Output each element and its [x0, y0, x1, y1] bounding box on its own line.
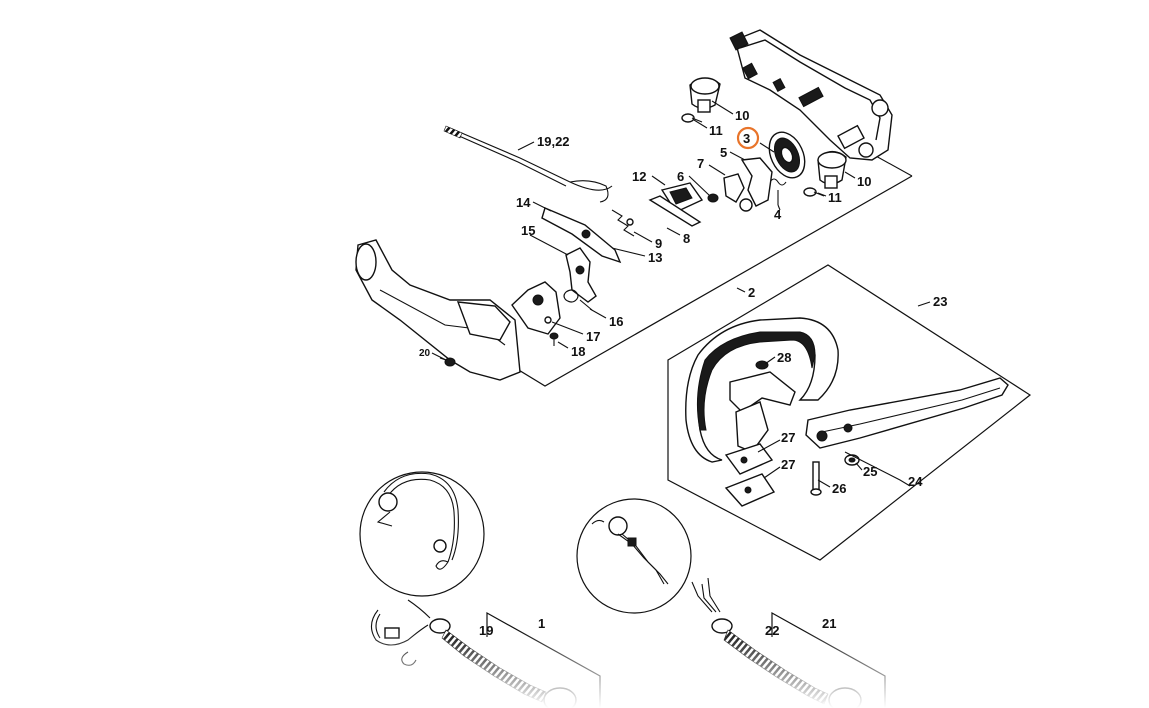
bolt-26: [810, 461, 822, 496]
highlight-marker-3[interactable]: [736, 126, 760, 150]
callout-25[interactable]: 25: [863, 464, 877, 479]
screw-20: [439, 357, 456, 367]
callout-labels: 3 10 11 10 11 5 7 6 12 4 8 9 13 19,22 14…: [419, 108, 947, 638]
callout-10-upper[interactable]: 10: [735, 108, 749, 123]
callout-28[interactable]: 28: [777, 350, 791, 365]
detail-circle-left: [359, 471, 485, 597]
callout-21[interactable]: 21: [822, 616, 836, 631]
bracket-27-upper: [724, 443, 774, 475]
nut-28: [755, 360, 769, 370]
switch-12: [648, 182, 704, 227]
spring-16: [563, 289, 593, 311]
callout-15[interactable]: 15: [521, 223, 535, 238]
lever-5: [739, 157, 773, 212]
screw-11-upper: [681, 113, 703, 123]
screw-18: [549, 332, 559, 346]
callout-27-lower[interactable]: 27: [781, 457, 795, 472]
callout-20[interactable]: 20: [419, 348, 431, 359]
callout-7[interactable]: 7: [697, 156, 704, 171]
cable-19-22: [443, 125, 613, 203]
callout-17[interactable]: 17: [586, 329, 600, 344]
callout-9[interactable]: 9: [655, 236, 662, 251]
cable-coil: [443, 125, 463, 139]
callout-19[interactable]: 19: [479, 623, 493, 638]
housing-half-17: [511, 281, 561, 335]
callout-1[interactable]: 1: [538, 616, 545, 631]
trigger-14: [541, 207, 622, 264]
callout-10-lower[interactable]: 10: [857, 174, 871, 189]
clamp-10-lower: [817, 151, 847, 189]
clamp-10-upper: [689, 77, 721, 113]
trigger-lock-15: [565, 247, 597, 303]
callout-19-22[interactable]: 19,22: [537, 134, 570, 149]
callout-6[interactable]: 6: [677, 169, 684, 184]
bottom-fade: [0, 630, 1149, 708]
screw-11-lower: [803, 187, 825, 197]
callout-26[interactable]: 26: [832, 481, 846, 496]
callout-3[interactable]: 3: [743, 131, 750, 146]
callout-5[interactable]: 5: [720, 145, 727, 160]
callout-2[interactable]: 2: [748, 285, 755, 300]
loop-handle-23: [685, 317, 839, 463]
spring-4: [769, 178, 787, 205]
leader-lines: [431, 100, 931, 488]
callout-4[interactable]: 4: [774, 207, 782, 222]
callout-14[interactable]: 14: [516, 195, 531, 210]
spring-9: [611, 209, 635, 237]
gear-housing: [729, 29, 893, 161]
callout-11-lower[interactable]: 11: [828, 190, 842, 205]
callout-13[interactable]: 13: [648, 250, 662, 265]
callout-18[interactable]: 18: [571, 344, 585, 359]
callout-12[interactable]: 12: [632, 169, 646, 184]
screw-6: [707, 193, 719, 203]
callout-11-upper[interactable]: 11: [709, 123, 723, 138]
bracket-27-lower: [724, 473, 776, 507]
loop-handle-frame-23: [667, 264, 1032, 561]
control-handle-2: [355, 239, 521, 381]
callout-8[interactable]: 8: [683, 231, 690, 246]
detail-circle-right: [576, 498, 692, 614]
callout-27-upper[interactable]: 27: [781, 430, 795, 445]
callout-22[interactable]: 22: [765, 623, 779, 638]
pulley-3: [768, 131, 806, 179]
cam-7: [723, 173, 745, 203]
callout-16[interactable]: 16: [609, 314, 623, 329]
handle-bar-24: [805, 377, 1009, 449]
callout-24[interactable]: 24: [908, 474, 923, 489]
callout-23[interactable]: 23: [933, 294, 947, 309]
